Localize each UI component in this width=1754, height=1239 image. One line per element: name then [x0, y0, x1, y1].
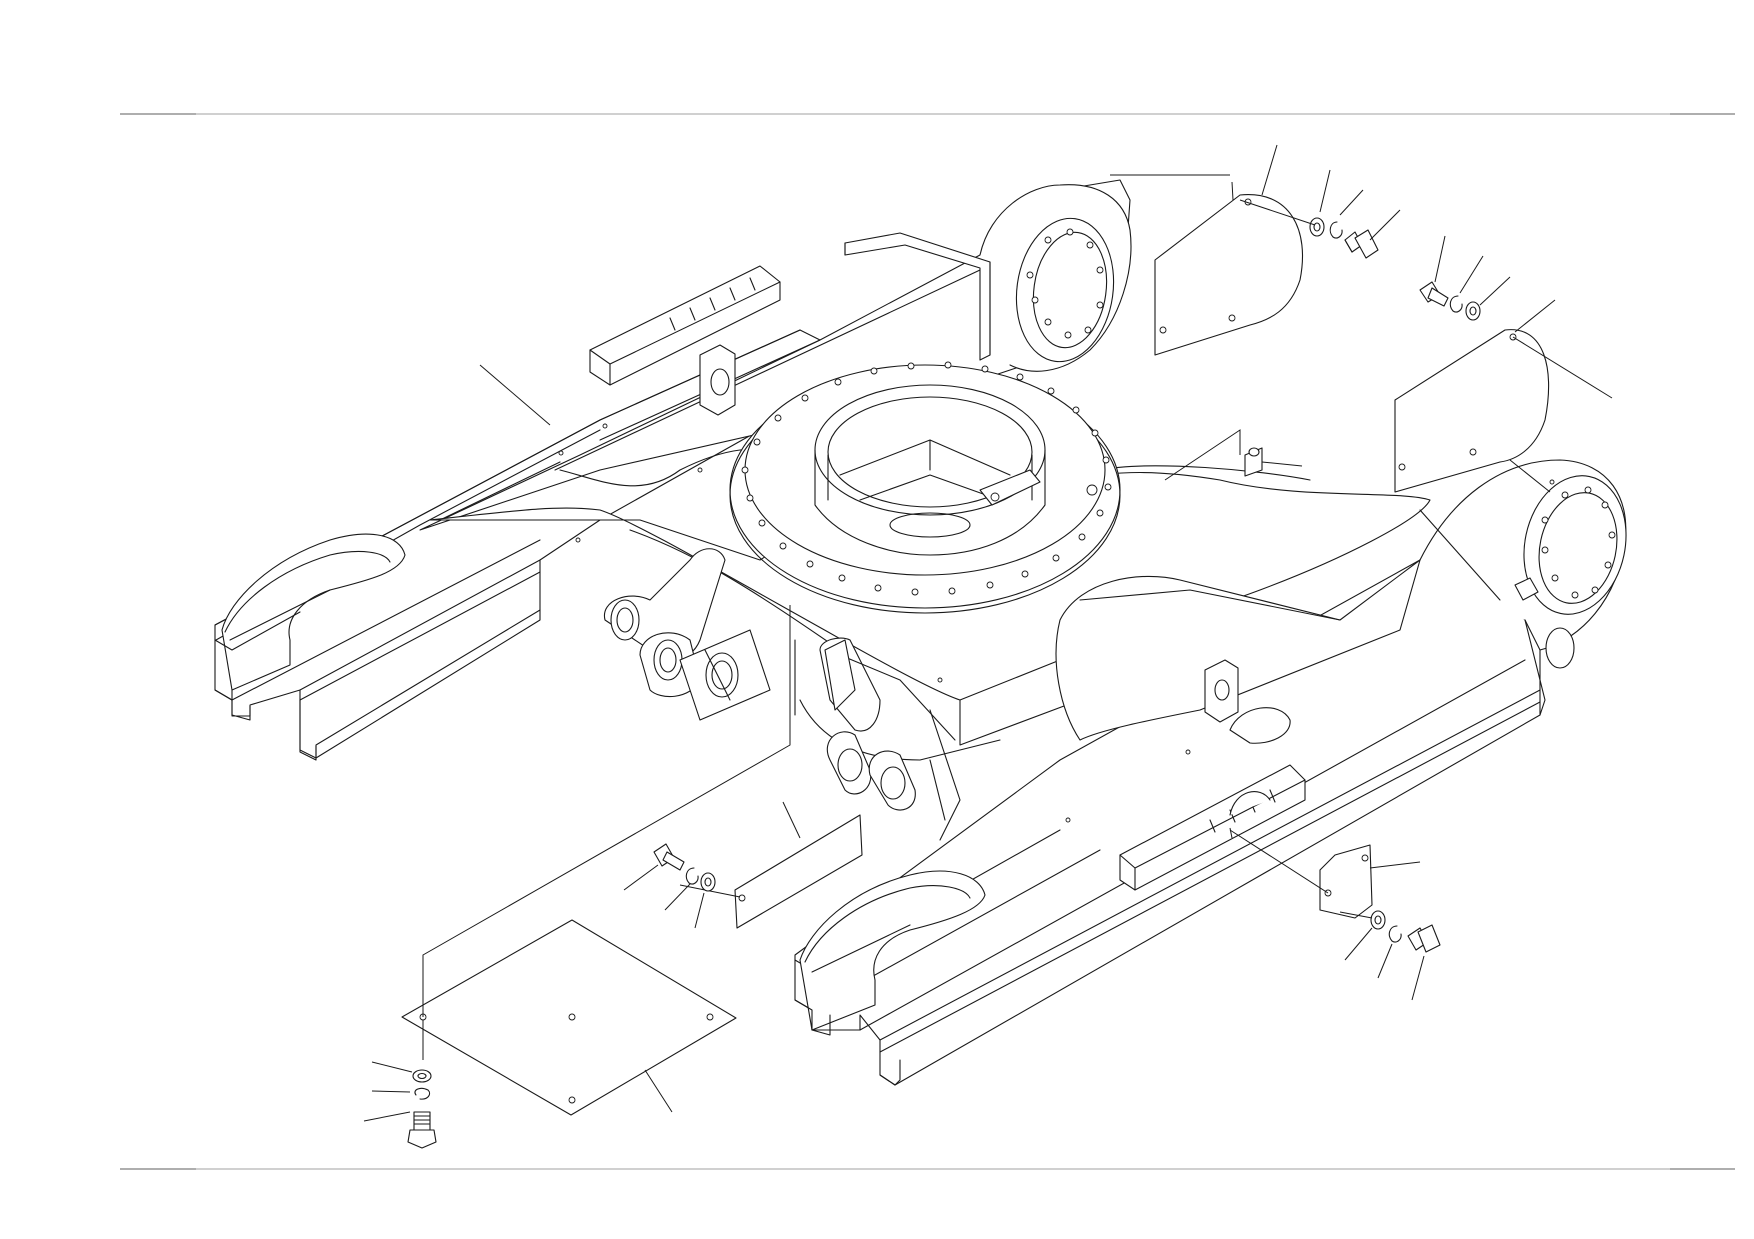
lower-track-guard — [1119, 764, 1306, 891]
upper-cover-plate-a — [1110, 174, 1304, 356]
fastener-stack-upper-a — [1239, 144, 1401, 259]
hex-bolt-icon — [653, 843, 685, 871]
flat-washer-icon — [1370, 910, 1386, 930]
hex-bolt-icon — [407, 1111, 437, 1149]
lock-washer-icon — [1388, 925, 1402, 943]
fastener-stack-lower-right — [1339, 910, 1441, 1001]
lock-washer-icon — [1449, 295, 1463, 313]
hex-bolt-icon — [1419, 281, 1449, 307]
fastener-stack-middle — [623, 843, 716, 929]
lock-washer-icon — [414, 1087, 431, 1100]
fastener-stack-lower-left — [363, 1020, 437, 1149]
upper-track-guard — [589, 265, 781, 416]
swing-circle-bolt-holes — [741, 361, 1112, 596]
flat-washer-icon — [412, 1069, 432, 1083]
center-strip-cover — [679, 801, 863, 929]
hex-bolt-icon — [1407, 924, 1441, 953]
upper-cover-plate-b — [1394, 329, 1613, 493]
lock-washer-icon — [685, 867, 699, 885]
hex-bolt-icon — [1344, 229, 1379, 259]
flat-washer-icon — [700, 872, 716, 892]
small-cover-plate — [1229, 829, 1421, 919]
center-link-brackets — [604, 548, 961, 841]
frame-holes — [558, 423, 1555, 823]
sheet-border-rules — [120, 113, 1735, 1170]
flat-washer-icon — [1465, 301, 1481, 321]
right-track-rail — [794, 459, 1627, 1086]
fastener-stack-upper-b — [1419, 235, 1556, 333]
grease-fitting-icon — [1164, 429, 1303, 481]
swing-circle — [729, 361, 1121, 614]
lock-washer-icon — [1329, 221, 1343, 239]
under-cover-plate — [401, 605, 791, 1116]
flat-washer-icon — [1309, 217, 1325, 237]
upper-rear-rail — [419, 179, 1132, 531]
leader-lines — [479, 364, 1233, 839]
